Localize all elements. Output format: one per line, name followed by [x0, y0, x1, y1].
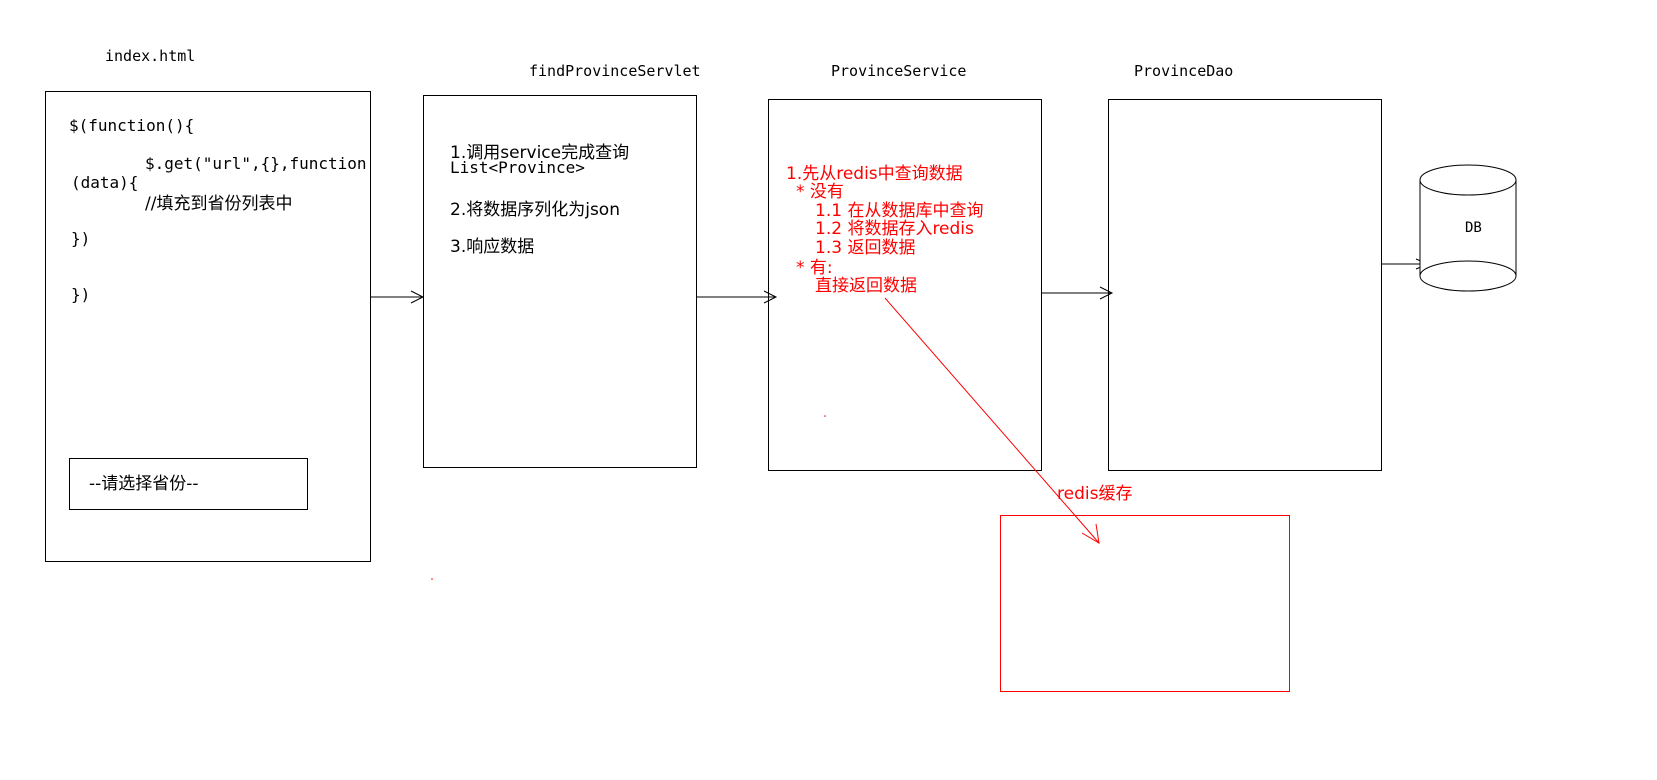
- arrowhead-service-to-dao: [1099, 286, 1114, 300]
- service-line-1: 1.先从redis中查询数据: [786, 164, 963, 184]
- service-box: [768, 99, 1042, 471]
- stray-dot: [431, 578, 433, 580]
- province-select-label: --请选择省份--: [89, 474, 199, 494]
- arrowhead-servlet-to-service: [763, 290, 778, 304]
- servlet-step-3: 3.响应数据: [450, 237, 535, 257]
- code-line-get-call: $.get("url",{},function: [145, 154, 367, 173]
- code-line-data-param: (data){: [71, 173, 139, 192]
- service-line-4: 1.2 将数据存入redis: [815, 219, 974, 239]
- service-line-2: * 没有: [796, 182, 844, 202]
- redis-cache-box: [1000, 515, 1290, 692]
- stray-dot: [824, 415, 826, 417]
- db-cylinder-icon: [1419, 164, 1517, 292]
- province-select[interactable]: [69, 458, 308, 510]
- dao-title: ProvinceDao: [1134, 62, 1234, 80]
- index-html-box: [45, 91, 371, 562]
- servlet-box: [423, 95, 697, 468]
- code-line-inner-close: }): [71, 229, 91, 248]
- index-title: index.html: [105, 47, 196, 65]
- servlet-step-1: 1.调用service完成查询: [450, 143, 630, 163]
- db-label: DB: [1465, 220, 1482, 236]
- code-line-function-open: $(function(){: [69, 116, 195, 135]
- code-line-outer-close: }): [71, 285, 91, 304]
- redis-label: redis缓存: [1057, 484, 1133, 504]
- service-line-6: * 有:: [796, 258, 833, 278]
- arrowhead-index-to-servlet: [410, 290, 425, 304]
- servlet-step-1-return: List<Province>: [450, 158, 585, 177]
- dao-box: [1108, 99, 1382, 471]
- service-line-7: 直接返回数据: [815, 276, 917, 296]
- service-line-3: 1.1 在从数据库中查询: [815, 201, 984, 221]
- code-line-comment: //填充到省份列表中: [145, 194, 293, 214]
- servlet-title: findProvinceServlet: [529, 62, 701, 80]
- servlet-step-2: 2.将数据序列化为json: [450, 200, 620, 220]
- arrow-service-to-redis: [884, 297, 1100, 544]
- arrowhead-service-to-redis: [1081, 523, 1100, 544]
- service-line-5: 1.3 返回数据: [815, 238, 916, 258]
- service-title: ProvinceService: [831, 62, 967, 80]
